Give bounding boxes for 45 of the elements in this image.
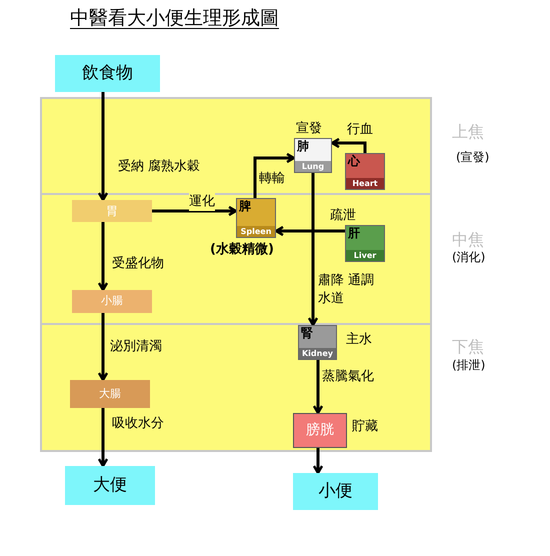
organ-icon-box [236, 198, 276, 238]
arrow [312, 360, 324, 414]
organ-icon-box [294, 138, 332, 173]
arrow [98, 222, 108, 292]
process-box: 大便 [65, 466, 155, 505]
organ-name: Heart [346, 178, 384, 189]
arrow [330, 138, 366, 153]
organ-character: 肝 [346, 226, 361, 240]
process-box: 飲食物 [55, 55, 160, 92]
arrow [254, 152, 296, 198]
organ-character: 脾 [238, 199, 252, 213]
node-caption: 貯藏 [352, 419, 378, 435]
process-box: 胃 [72, 200, 152, 222]
organ-name: Kidney [299, 348, 336, 359]
organ-name: Liver [346, 250, 384, 261]
process-box: 小腸 [72, 290, 152, 313]
node-caption: (水穀精微) [210, 242, 274, 258]
burner-label: 上焦 [452, 121, 484, 143]
arrow [152, 206, 238, 216]
organ-character: 心 [346, 154, 362, 168]
organ-icon-box [345, 153, 385, 190]
burner-label: 下焦 [452, 336, 484, 358]
arrow [308, 173, 318, 326]
organ-icon-box [345, 225, 385, 262]
arrow [98, 313, 108, 382]
burner-function-label: (排泄) [452, 357, 486, 374]
node-caption: 宣發 [296, 121, 322, 137]
process-box: 小便 [293, 473, 378, 510]
process-box: 大腸 [70, 380, 150, 408]
diagram-title: 中醫看大小便生理形成圖 [70, 6, 279, 31]
arrow [98, 92, 108, 202]
burner-function-label: (宣發) [456, 149, 490, 166]
organ-character: 肺 [296, 139, 310, 153]
organ-icon-box [298, 325, 337, 360]
arrow [274, 226, 345, 236]
organ-character: 腎 [300, 326, 314, 340]
edge-label: 運化 [189, 193, 215, 211]
node-caption: 主水 [346, 332, 372, 348]
arrow [98, 408, 108, 468]
process-box: 膀胱 [293, 413, 347, 448]
organ-name: Lung [295, 161, 331, 172]
arrow [312, 448, 324, 474]
organ-name: Spleen [237, 226, 275, 237]
burner-function-label: (消化) [452, 249, 486, 266]
burner-label: 中焦 [452, 229, 484, 251]
